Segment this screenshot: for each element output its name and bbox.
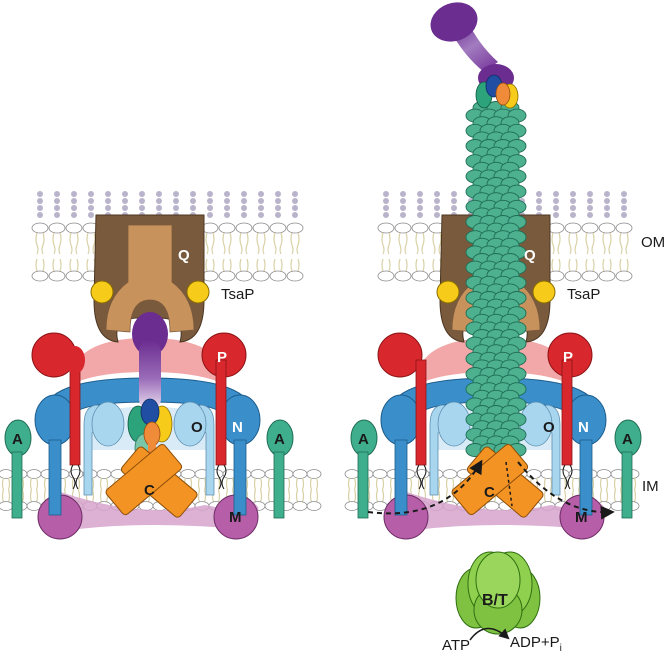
a-protein-right	[350, 419, 642, 519]
im-lipid	[344, 489, 360, 512]
p-protein	[31, 332, 247, 490]
om-lipid	[286, 258, 304, 282]
om-lipid	[615, 258, 633, 282]
label-c-left: C	[144, 482, 155, 499]
label-p-left: P	[217, 349, 227, 366]
om-lipid	[218, 190, 236, 255]
om-lipid	[581, 258, 599, 282]
label-tsap-left: TsaP	[221, 286, 254, 303]
om-lipid	[252, 258, 270, 282]
m-protein	[37, 490, 259, 540]
om-lipid	[31, 258, 49, 282]
om-lipid	[235, 258, 253, 282]
label-n-left: N	[232, 419, 243, 436]
om-lipid	[65, 258, 83, 282]
om-lipid	[377, 190, 395, 255]
om-lipid	[598, 258, 616, 282]
im-lipid	[292, 489, 308, 512]
tsap-protein	[90, 280, 210, 304]
om-lipid	[411, 190, 429, 255]
im-lipid	[306, 489, 322, 512]
om-lipid	[377, 258, 395, 282]
tsap-protein-right	[436, 280, 556, 304]
label-adp-sub: i	[560, 643, 562, 654]
om-lipid	[218, 258, 236, 282]
im-lipid	[372, 468, 388, 491]
label-p-right: P	[563, 349, 573, 366]
om-lipid	[411, 258, 429, 282]
label-q-left: Q	[178, 247, 190, 264]
om-lipid	[394, 190, 412, 255]
om-lipid	[269, 258, 287, 282]
label-a-right-1: A	[358, 431, 369, 448]
im-lipid	[372, 489, 388, 512]
label-adp-main: ADP+P	[510, 634, 560, 651]
om-lipid	[598, 190, 616, 255]
label-o-right: O	[543, 419, 555, 436]
label-bt: B/T	[482, 592, 508, 609]
im-lipid	[292, 468, 308, 491]
left-assembly: Q TsaP P O N A A C M	[4, 214, 294, 540]
p-protein-right	[377, 332, 593, 490]
label-q-right: Q	[524, 247, 536, 264]
o-protein	[83, 401, 215, 496]
om-lipid	[564, 258, 582, 282]
label-a-left-1: A	[12, 431, 23, 448]
label-atp: ATP	[442, 637, 470, 654]
label-n-right: N	[578, 419, 589, 436]
label-tsap-right: TsaP	[567, 286, 600, 303]
im-lipid	[0, 468, 14, 491]
bt-atpase	[455, 551, 541, 635]
subunit-flow-arrows	[367, 459, 615, 520]
im-lipid	[26, 489, 42, 512]
om-lipid	[65, 190, 83, 255]
atp-reaction-arrow	[469, 627, 510, 641]
label-im: IM	[642, 478, 659, 495]
im-lipid	[250, 468, 266, 491]
om-lipid	[564, 190, 582, 255]
om-lipid	[269, 190, 287, 255]
c-protein	[105, 443, 198, 518]
im-lipid	[596, 468, 612, 491]
label-a-right-2: A	[622, 431, 633, 448]
om-lipid	[48, 190, 66, 255]
im-lipid	[442, 468, 458, 491]
om-lipid	[615, 190, 633, 255]
label-adp: ADP+Pi	[510, 634, 562, 654]
pilus-fiber-extended	[465, 101, 527, 457]
label-m-left: M	[229, 509, 242, 526]
label-o-left: O	[191, 419, 203, 436]
om-lipid	[581, 190, 599, 255]
im-lipid	[26, 468, 42, 491]
label-a-left-2: A	[274, 431, 285, 448]
right-assembly: Q TsaP P O N A A C M B/T ATP ADP+Pi	[350, 2, 642, 654]
om-lipid	[394, 258, 412, 282]
om-lipid	[286, 190, 304, 255]
secretin-q	[93, 214, 205, 343]
om-lipid	[31, 190, 49, 255]
c-protein-right	[451, 443, 544, 518]
label-om: OM	[641, 234, 665, 251]
im-lipid	[0, 489, 14, 512]
o-protein-right	[429, 401, 561, 496]
a-protein	[4, 419, 294, 519]
om-lipid	[252, 190, 270, 255]
label-m-right: M	[575, 509, 588, 526]
om-lipid	[48, 258, 66, 282]
im-lipid	[344, 468, 360, 491]
label-c-right: C	[484, 484, 495, 501]
im-lipid	[306, 468, 322, 491]
im-lipid	[96, 468, 112, 491]
pilus-tip-extended	[430, 2, 519, 109]
om-lipid	[235, 190, 253, 255]
